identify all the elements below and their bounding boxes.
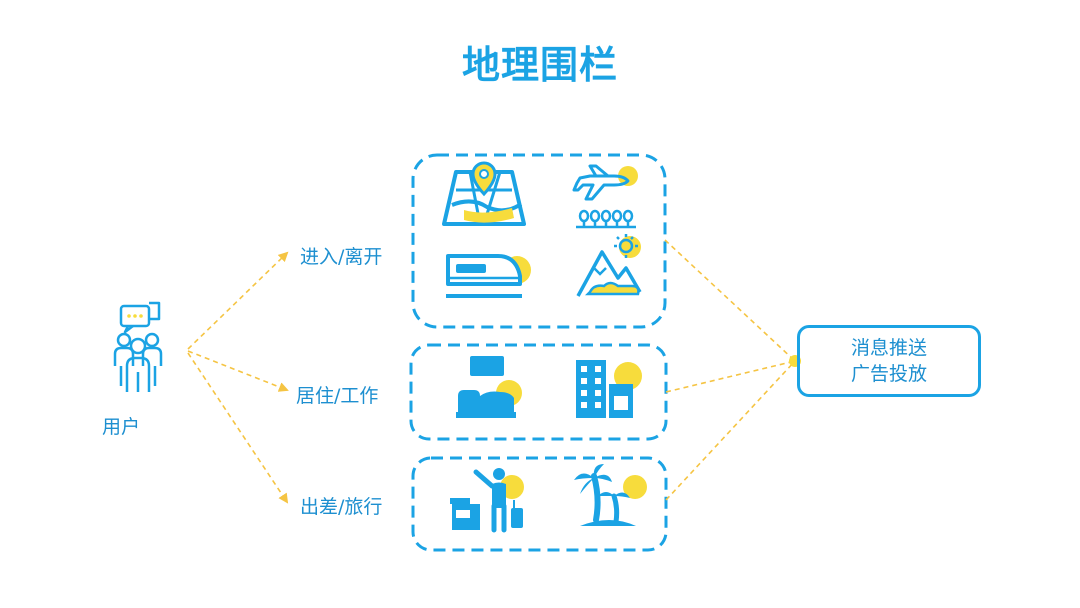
airplane-airport-icon xyxy=(572,164,638,229)
user-label: 用户 xyxy=(102,416,141,438)
output-line-push: 消息推送 xyxy=(850,337,927,359)
arrow-to-travel xyxy=(187,352,289,504)
palm-tree-icon xyxy=(574,464,647,526)
traveler-taxi-icon xyxy=(450,468,524,533)
page-title: 地理围栏 xyxy=(461,43,618,87)
group-box-enter-leave xyxy=(411,153,667,329)
connector-travel xyxy=(665,360,796,501)
connector-live-work xyxy=(665,360,796,393)
mountain-sun-icon xyxy=(576,234,642,297)
branch-label-live-work: 居住/工作 xyxy=(296,385,379,407)
branch-label-enter-leave: 进入/离开 xyxy=(300,246,383,268)
map-pin-icon xyxy=(442,161,526,226)
output-line-ads: 广告投放 xyxy=(850,363,927,385)
arrow-to-live-work xyxy=(187,350,289,392)
arrow-to-enter-leave xyxy=(187,251,289,350)
connector-enter-leave xyxy=(664,239,796,362)
output-box: 消息推送 广告投放 xyxy=(797,325,981,397)
bedroom-icon xyxy=(456,356,522,418)
office-building-icon xyxy=(576,360,642,418)
train-icon xyxy=(446,254,531,298)
user-group-icon xyxy=(113,301,163,392)
group-box-travel xyxy=(411,456,668,552)
branch-label-travel: 出差/旅行 xyxy=(300,496,383,518)
